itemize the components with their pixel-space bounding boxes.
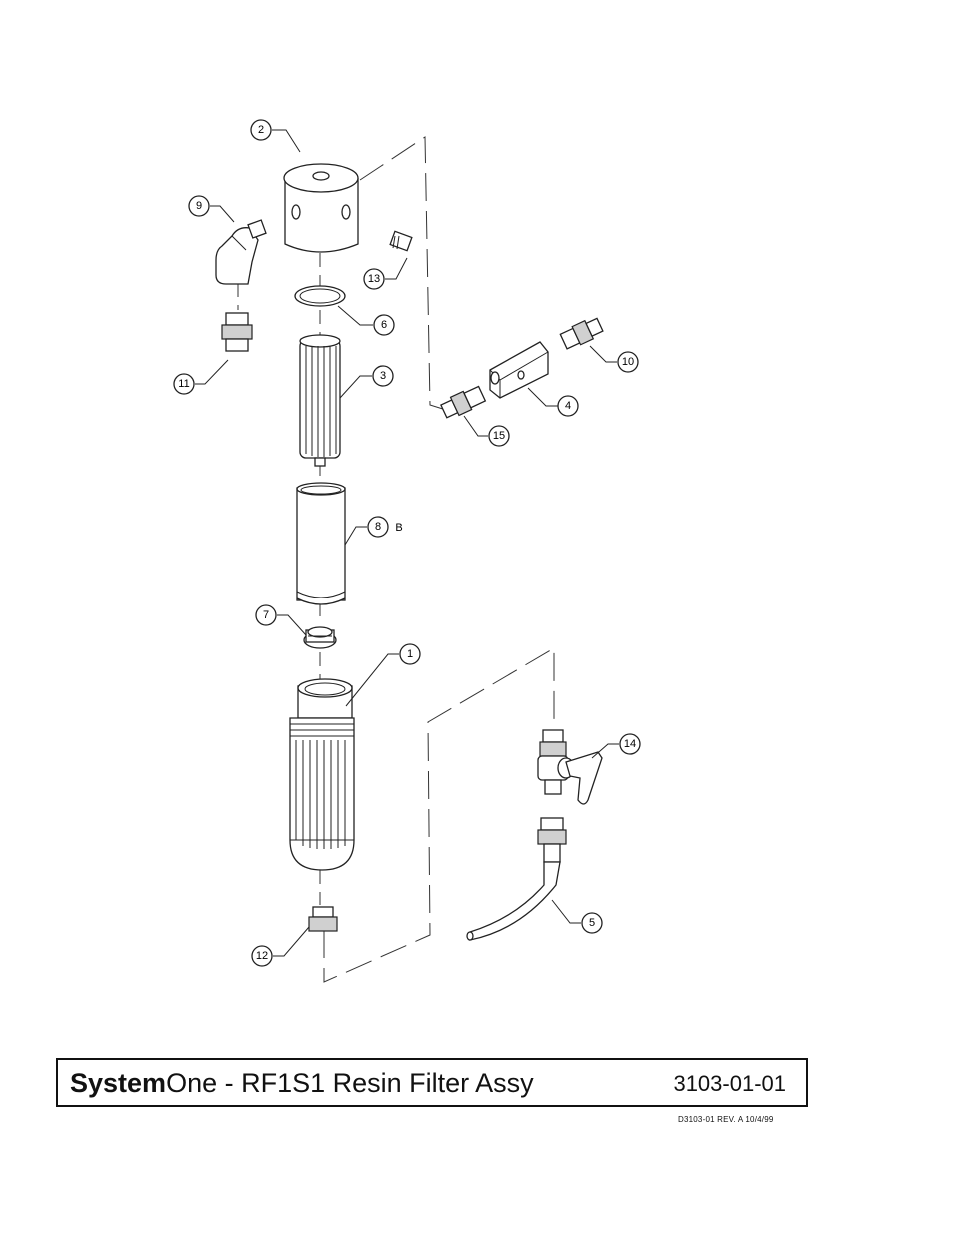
callout-12: 12 [256, 950, 268, 962]
assembly-lines [238, 137, 554, 982]
callout-7: 7 [263, 609, 269, 621]
callout-8: 8 [375, 521, 381, 533]
part-9-elbow [216, 220, 266, 284]
callout-13: 13 [368, 273, 380, 285]
part-1-housing [290, 679, 354, 870]
title-block: SystemOne - RF1S1 Resin Filter Assy 3103… [56, 1058, 808, 1107]
callout-14: 14 [624, 738, 636, 750]
callout-2: 2 [258, 124, 264, 136]
part-11-fitting [222, 313, 252, 351]
part-8-sleeve [297, 483, 345, 604]
callout-10: 10 [622, 356, 634, 368]
product-title: One - RF1S1 Resin Filter Assy [166, 1068, 534, 1098]
callout-5: 5 [589, 917, 595, 929]
drawing-title: SystemOne - RF1S1 Resin Filter Assy [70, 1068, 534, 1099]
part-4-tee-block [490, 342, 548, 398]
callout-4: 4 [565, 400, 571, 412]
callout-9: 9 [196, 200, 202, 212]
callout-11: 11 [178, 378, 189, 390]
callout-6: 6 [381, 319, 387, 331]
part-3-cartridge [300, 335, 340, 466]
part-15-fitting [440, 385, 487, 421]
brand-name: System [70, 1068, 166, 1098]
part-13-plug [390, 231, 412, 250]
drawing-number: 3103-01-01 [673, 1071, 786, 1097]
part-5-hose [467, 818, 566, 940]
part-10-fitting [559, 316, 604, 351]
callout-8-suffix: B [395, 522, 402, 534]
part-6-o-ring [295, 286, 345, 306]
revision-block: D3103-01 REV. A 10/4/99 [678, 1115, 774, 1124]
part-7-spring [304, 627, 336, 648]
part-2-filter-head [284, 164, 358, 252]
exploded-assembly-diagram: 1 2 3 4 5 6 7 8 B 9 10 11 12 13 14 15 [0, 0, 954, 1000]
callout-3: 3 [380, 370, 386, 382]
part-12-drain-plug [309, 907, 337, 931]
callout-1: 1 [407, 648, 413, 660]
part-14-valve [538, 730, 602, 804]
callout-15: 15 [493, 430, 505, 442]
